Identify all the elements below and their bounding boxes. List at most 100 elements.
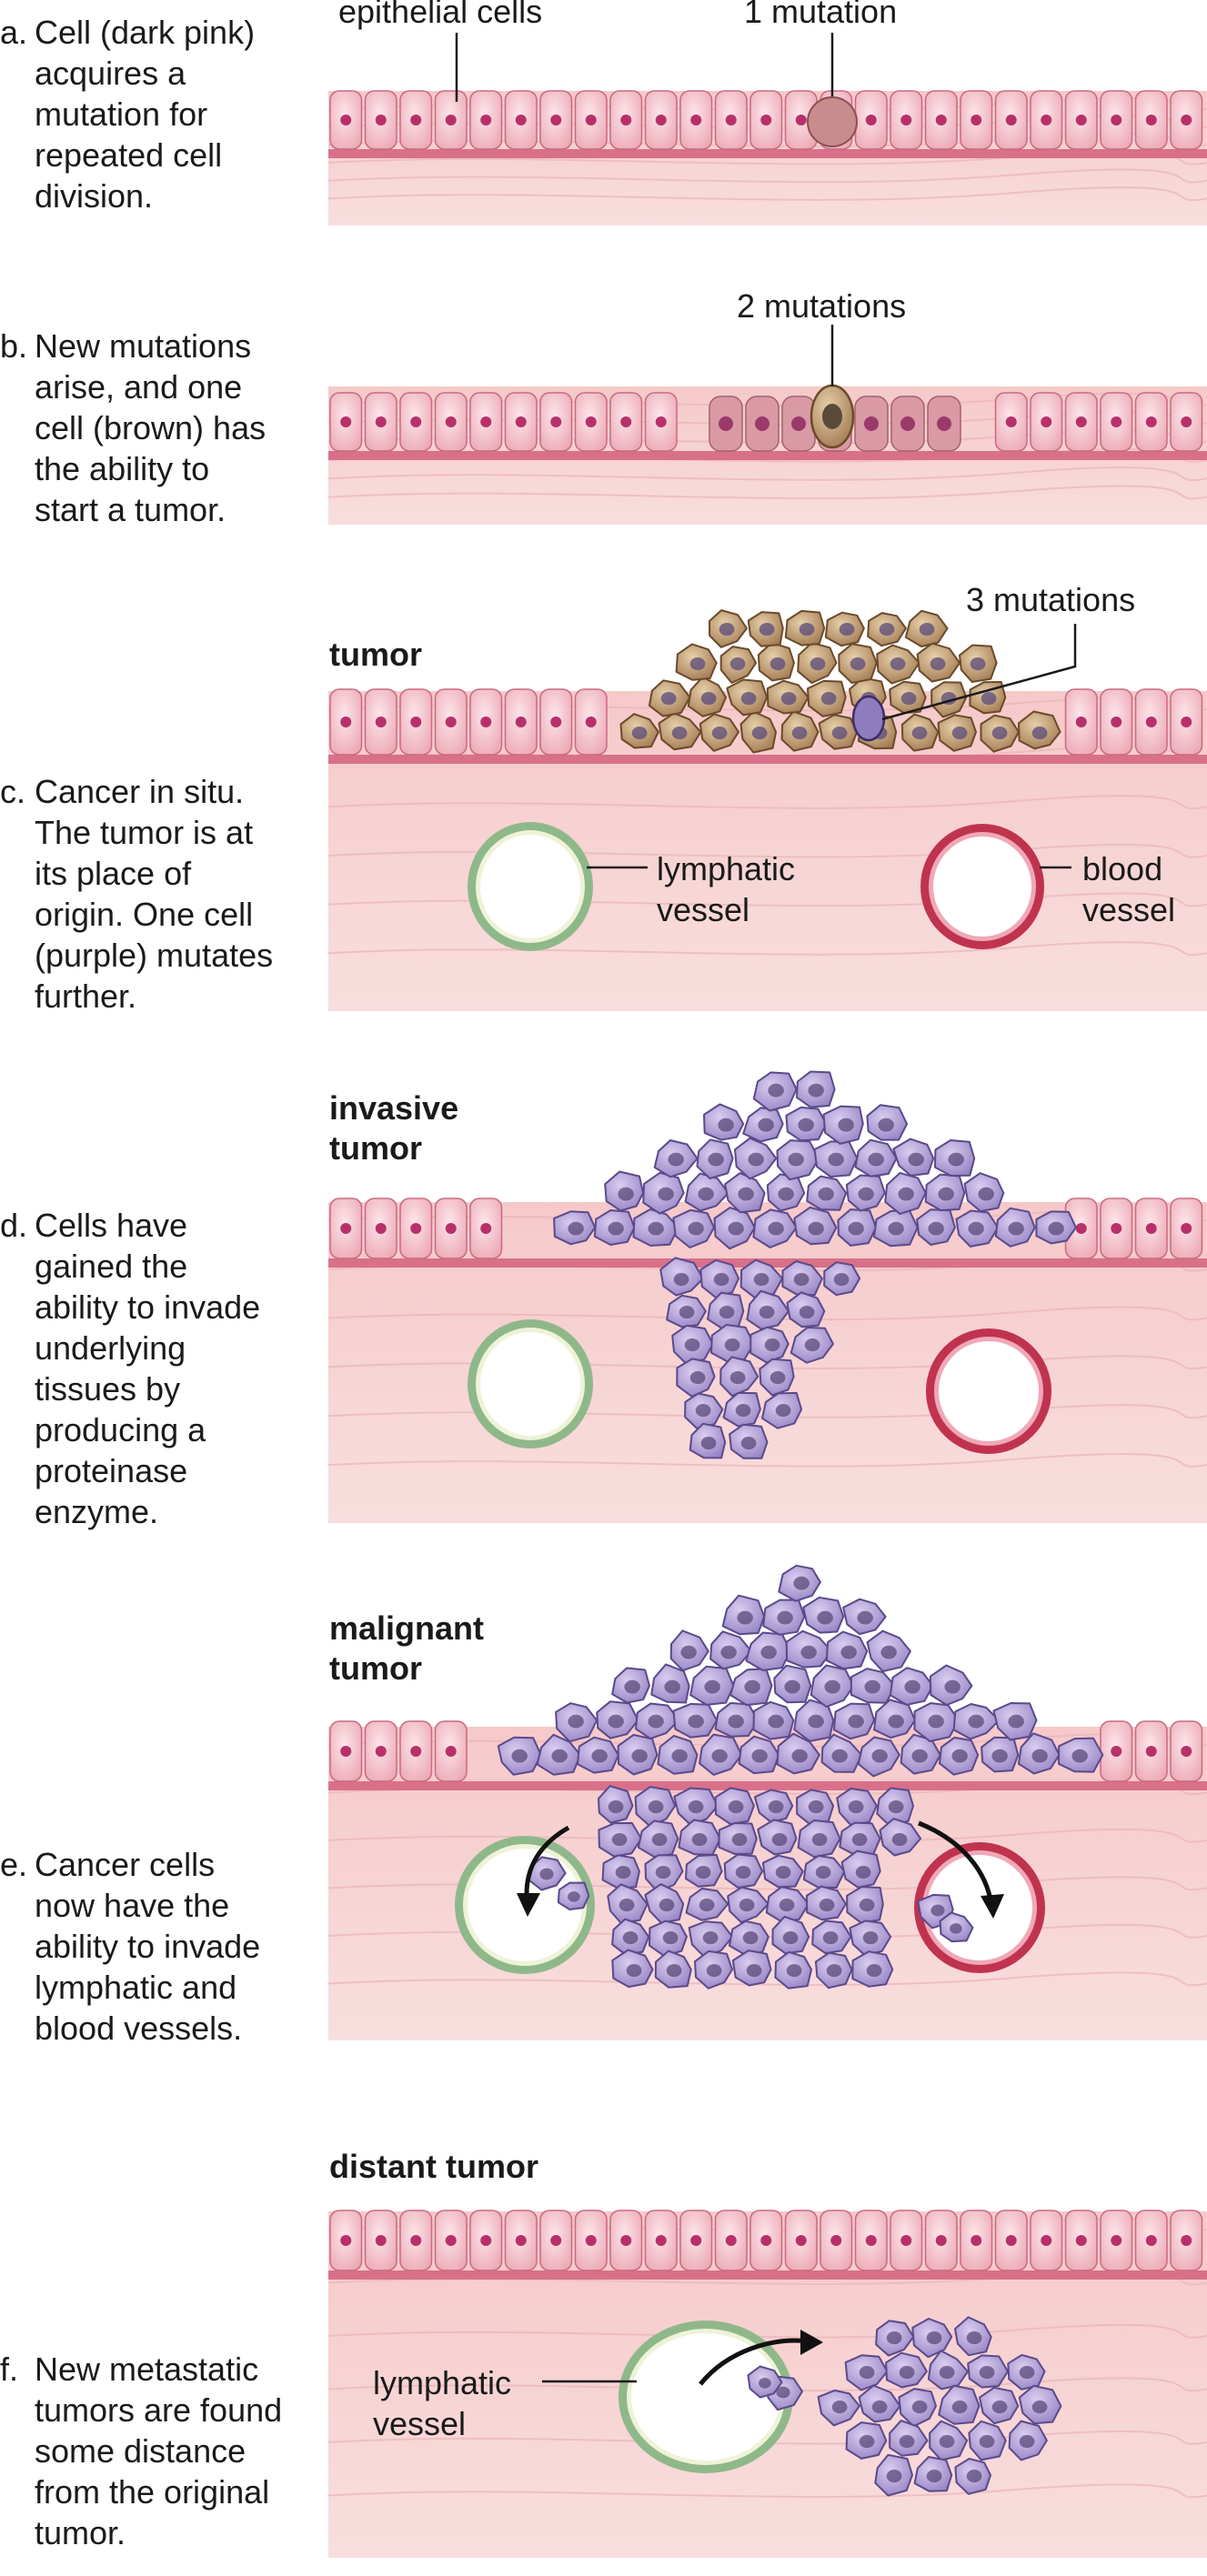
cell-nucleus <box>719 416 733 431</box>
cell-nucleus <box>1075 416 1087 427</box>
cell-nucleus <box>1005 2235 1017 2246</box>
tumor-nucleus <box>1031 727 1048 740</box>
panel-e-malignant-tumor <box>497 1564 1104 1990</box>
cell-nucleus <box>340 115 352 125</box>
tumor-nucleus <box>758 1118 774 1132</box>
tumor-nucleus <box>769 1371 786 1385</box>
tumor-nucleus <box>808 1221 824 1236</box>
tumor-nucleus <box>729 657 746 671</box>
tumor-nucleus <box>857 1610 873 1625</box>
tumor-nucleus <box>746 1964 762 1978</box>
tumor-nucleus <box>782 1931 799 1945</box>
caption-line: arise, and one <box>35 368 243 406</box>
tumor-nucleus <box>655 1866 671 1879</box>
cell-nucleus <box>340 416 352 427</box>
tumor-nucleus <box>793 1273 810 1287</box>
tumor-nucleus <box>831 1749 848 1763</box>
caption-line: the ability to <box>35 450 210 487</box>
panel-f-epithelium <box>328 2210 1207 2280</box>
tumor-nucleus <box>611 1833 628 1847</box>
tumor-nucleus <box>938 1187 954 1201</box>
panel-c-tumor <box>619 609 1061 754</box>
cell-nucleus <box>445 2235 457 2246</box>
tumor-nucleus <box>970 657 986 671</box>
tumor-nucleus <box>768 1714 784 1729</box>
tumor-nucleus <box>799 1306 815 1319</box>
tumor-nucleus <box>1019 2435 1035 2449</box>
tumor-nucleus <box>968 1714 984 1729</box>
tumor-nucleus <box>939 2435 955 2449</box>
tumor-nucleus <box>991 2401 1008 2414</box>
tumor-nucleus <box>671 727 688 740</box>
arrowhead-metastasis <box>800 2330 823 2355</box>
tumor-nucleus <box>695 1404 711 1418</box>
step-letter: c. <box>0 773 26 810</box>
cell-nucleus <box>375 416 387 427</box>
cell-nucleus <box>480 2235 492 2246</box>
tumor-nucleus <box>751 1749 768 1763</box>
tumor-nucleus <box>926 2470 942 2483</box>
tumor-nucleus <box>680 1645 697 1659</box>
tumor-nucleus <box>724 1338 740 1352</box>
cell-nucleus <box>1181 717 1192 727</box>
tumor-nucleus <box>810 657 826 671</box>
tumor-nucleus <box>511 1749 528 1763</box>
step-letter: e. <box>0 1846 28 1883</box>
cell-nucleus <box>410 416 422 427</box>
cell-nucleus <box>585 416 597 427</box>
basement-membrane <box>328 2270 1207 2280</box>
caption-line: origin. One cell <box>35 896 254 933</box>
tumor-nucleus <box>689 657 706 671</box>
tumor-nucleus <box>968 1221 984 1236</box>
basement-membrane <box>328 755 1207 764</box>
connective-fiber <box>327 168 1207 184</box>
tumor-nucleus <box>729 1371 746 1385</box>
cell-nucleus <box>725 115 737 125</box>
cell-nucleus <box>620 416 632 427</box>
purple-cell <box>851 695 886 742</box>
tumor-nucleus <box>804 1338 820 1352</box>
cell-nucleus <box>1181 1746 1192 1757</box>
connective-fiber <box>327 1971 1207 1987</box>
tumor-nucleus <box>568 1221 584 1236</box>
tumor-nucleus <box>700 692 717 706</box>
tumor-nucleus <box>978 1187 994 1201</box>
leader-three-mutations <box>881 624 1077 721</box>
tumor-nucleus <box>618 1187 634 1201</box>
tumor-nucleus <box>771 1833 788 1847</box>
tumor-nucleus <box>928 1221 944 1236</box>
tumor-nucleus <box>608 1800 624 1814</box>
cell-nucleus <box>865 115 877 125</box>
tumor-nucleus <box>659 1899 675 1912</box>
tumor-nucleus <box>879 623 895 636</box>
basement-membrane <box>328 1258 1207 1268</box>
cell-nucleus <box>864 416 879 431</box>
tumor-nucleus <box>619 1899 635 1912</box>
caption-line: New mutations <box>35 327 252 365</box>
tumor-nucleus <box>769 657 786 671</box>
tumor-nucleus <box>951 2401 968 2414</box>
tumor-nucleus <box>808 1083 824 1098</box>
cell-nucleus <box>445 1223 457 1234</box>
tumor-nucleus <box>831 2401 848 2414</box>
tumor-nucleus <box>759 623 775 636</box>
tumor-nucleus <box>764 1338 780 1352</box>
tumor-nucleus <box>742 1931 759 1945</box>
tumor-nucleus <box>775 1404 791 1418</box>
cell-nucleus <box>1181 2235 1192 2246</box>
tumor-nucleus <box>930 657 946 671</box>
label-epithelial-cells: epithelial cells <box>338 0 543 30</box>
tumor-nucleus <box>839 623 855 636</box>
tumor-nucleus <box>608 1221 624 1236</box>
tumor-nucleus <box>711 1749 728 1763</box>
caption-line: tissues by <box>35 1370 181 1408</box>
tumor-nucleus <box>673 1273 689 1287</box>
vessel-lumen <box>631 2333 780 2461</box>
caption-line: mutation for <box>35 95 208 133</box>
cell-nucleus <box>410 1223 422 1234</box>
tumor-nucleus <box>768 1083 784 1098</box>
tumor-nucleus <box>776 2386 790 2399</box>
cell-nucleus <box>480 115 492 125</box>
tumor-nucleus <box>838 1118 854 1132</box>
cell-nucleus <box>340 1746 352 1757</box>
